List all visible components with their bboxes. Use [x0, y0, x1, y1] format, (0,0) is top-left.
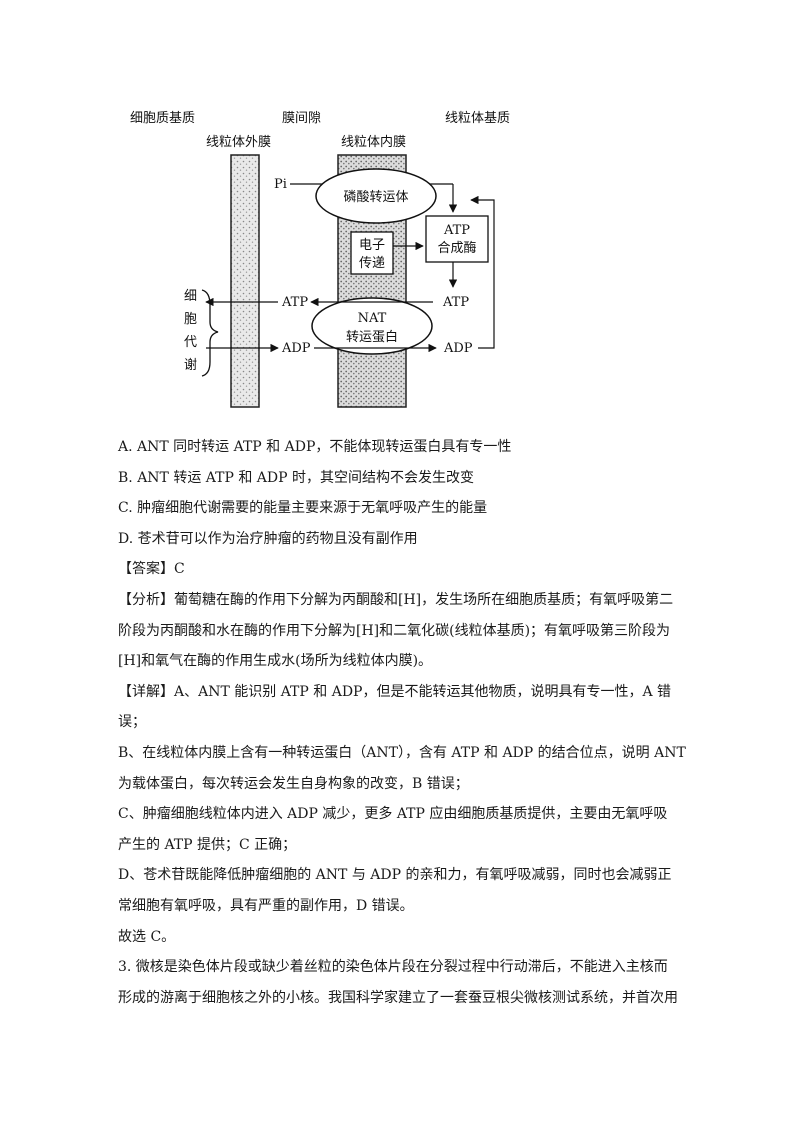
- atp-left-label: ATP: [281, 295, 308, 310]
- atp-right-label: ATP: [442, 295, 469, 310]
- analysis-line-1: 【分析】葡萄糖在酶的作用下分解为丙酮酸和[H]，发生场所在细胞质基质；有氧呼吸第…: [118, 591, 674, 608]
- question-3-line-1: 3. 微核是染色体片段或缺少着丝粒的染色体片段在分裂过程中行动滞后，不能进入主核…: [118, 959, 668, 976]
- electron-transport-label-2: 传递: [359, 256, 385, 271]
- question-3-line-2: 形成的游离于细胞核之外的小核。我国科学家建立了一套蚕豆根尖微核测试系统，并首次用: [118, 989, 678, 1006]
- adp-right-label: ADP: [443, 341, 473, 356]
- phosphate-transporter: [315, 168, 437, 224]
- region-matrix-label: 线粒体基质: [445, 111, 510, 126]
- metabolism-brace: [201, 289, 219, 377]
- region-cytoplasm-label: 细胞质基质: [130, 111, 195, 126]
- electron-transport-box: [350, 231, 394, 275]
- option-a: A. ANT 同时转运 ATP 和 ADP，不能体现转运蛋白具有专一性: [118, 439, 512, 455]
- conclusion: 故选 C。: [118, 928, 176, 945]
- detail-line-8: 常细胞有氧呼吸，具有严重的副作用，D 错误。: [118, 897, 414, 914]
- region-intermembrane-label: 膜间隙: [282, 111, 321, 126]
- atp-synthase-box: [425, 215, 489, 263]
- outer-membrane: [230, 154, 260, 408]
- adp-left-label: ADP: [281, 341, 311, 356]
- analysis-line-2: 阶段为丙酮酸和水在酶的作用下分解为[H]和二氧化碳(线粒体基质)；有氧呼吸第三阶…: [118, 622, 671, 639]
- atp-synthase-label-2: 合成酶: [437, 240, 476, 256]
- answer: 【答案】C: [118, 561, 185, 578]
- metabolism-char-2: 胞: [184, 312, 197, 327]
- detail-line-5: C、肿瘤细胞线粒体内进入 ADP 减少，更多 ATP 应由细胞质基质提供，主要由…: [118, 806, 668, 823]
- inner-membrane-label: 线粒体内膜: [341, 134, 406, 150]
- detail-line-1: 【详解】A、ANT 能识别 ATP 和 ADP，但是不能转运其他物质，说明具有专…: [118, 683, 672, 700]
- atp-synthase-label-1: ATP: [443, 223, 470, 238]
- metabolism-char-3: 代: [184, 335, 197, 350]
- outer-membrane-label: 线粒体外膜: [206, 135, 271, 150]
- analysis-line-3: [H]和氧气在酶的作用生成水(场所为线粒体内膜)。: [118, 653, 433, 670]
- nat-transporter-label-1: NAT: [358, 311, 387, 326]
- metabolism-char-4: 谢: [184, 357, 197, 373]
- pi-label: Pi: [274, 177, 287, 192]
- detail-line-2: 误；: [118, 714, 146, 731]
- phosphate-transporter-label: 磷酸转运体: [343, 190, 408, 205]
- detail-line-6: 产生的 ATP 提供；C 正确；: [118, 836, 297, 853]
- detail-line-3: B、在线粒体内膜上含有一种转运蛋白（ANT），含有 ATP 和 ADP 的结合位…: [118, 744, 686, 761]
- detail-line-4: 为载体蛋白，每次转运会发生自身构象的改变，B 错误；: [118, 775, 469, 792]
- nat-transporter: [311, 297, 433, 355]
- detail-line-7: D、苍术苷既能降低肿瘤细胞的 ANT 与 ADP 的亲和力，有氧呼吸减弱，同时也…: [118, 867, 672, 884]
- metabolism-char-1: 细: [184, 289, 197, 304]
- nat-transporter-label-2: 转运蛋白: [346, 329, 398, 345]
- electron-transport-label-1: 电子: [359, 238, 385, 253]
- option-d: D. 苍术苷可以作为治疗肿瘤的药物且没有副作用: [118, 530, 418, 547]
- mitochondria-transport-diagram: 细胞质基质 膜间隙 线粒体基质 线粒体外膜 线粒体内膜 Pi 磷酸转运体 ATP…: [130, 111, 510, 408]
- feedback-arrow: [470, 195, 495, 349]
- option-b: B. ANT 转运 ATP 和 ADP 时，其空间结构不会发生改变: [118, 469, 474, 486]
- document-body: A. ANT 同时转运 ATP 和 ADP，不能体现转运蛋白具有专一性 B. A…: [118, 432, 688, 1013]
- option-c: C. 肿瘤细胞代谢需要的能量主要来源于无氧呼吸产生的能量: [118, 500, 488, 517]
